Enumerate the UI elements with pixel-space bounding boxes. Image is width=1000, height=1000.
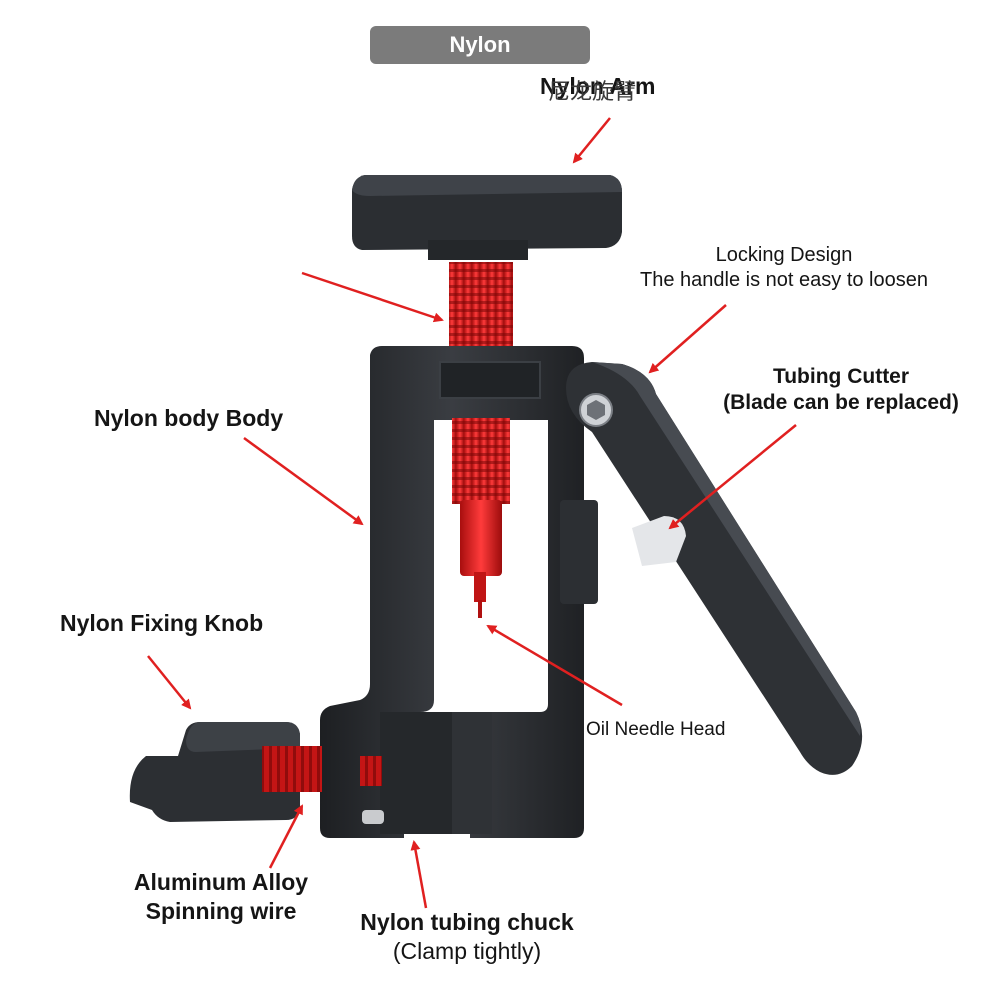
label-fixing-knob: Nylon Fixing Knob [60,610,264,636]
label-cutter-line1: Tubing Cutter [772,365,910,388]
label-alloy-line2: Spinning wire [145,897,297,924]
label-alloy: Aluminum Alloy Spinning wire [112,868,330,926]
label-arm-cn: 尼龙旋臂 [548,80,637,105]
label-chuck: Nylon tubing chuck (Clamp tightly) [334,908,600,966]
needle-tip [474,572,486,602]
main-body [320,346,598,838]
arrow-locking [648,304,727,374]
side-screw [262,746,322,792]
side-knob [129,722,300,822]
arrow-needle [486,624,623,707]
cutter-handle [566,362,863,775]
label-alloy-line1: Aluminum Alloy [133,869,309,895]
top-knob [352,175,622,260]
arrow-body [243,436,364,526]
top-screw [449,262,513,346]
arrow-screw [301,271,444,323]
label-locking-line1: Locking Design [715,244,853,266]
label-cutter-line2: (Blade can be replaced) [723,391,959,415]
label-needle: Oil Needle Head [586,719,726,740]
label-cutter: Tubing Cutter (Blade can be replaced) [696,364,986,417]
label-locking: Locking Design The handle is not easy to… [606,243,962,293]
arrow-alloy [268,804,304,869]
title-badge: Nylon [370,26,590,64]
label-chuck-line2: (Clamp tightly) [392,937,542,964]
arrow-arm [572,117,611,164]
label-chuck-line1: Nylon tubing chuck [360,909,574,935]
arrow-knob [147,655,192,710]
label-locking-line2: The handle is not easy to loosen [640,269,928,291]
red-sleeve [460,500,502,576]
inner-screw [452,418,510,504]
label-arm: Nylon Arm [540,73,656,99]
label-body: Nylon body Body [94,405,284,431]
arrow-chuck [410,840,428,909]
arrow-cutter [668,424,797,530]
